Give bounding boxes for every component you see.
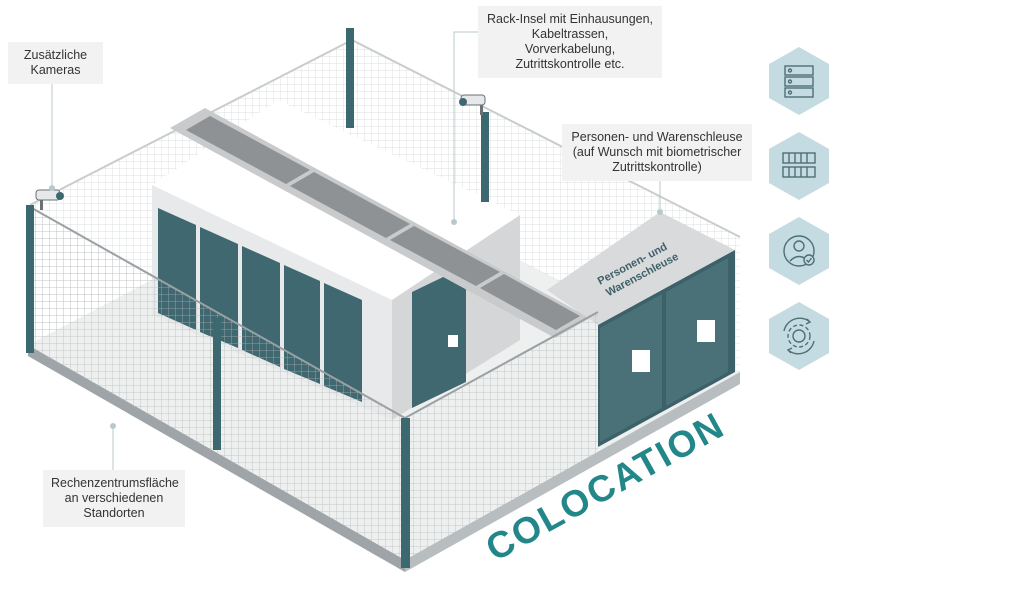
callout-airlock: Personen- und Warenschleuse (auf Wunsch … xyxy=(562,124,752,181)
callout-leaders xyxy=(51,31,661,470)
cable-trays xyxy=(170,108,590,338)
feature-item xyxy=(768,301,1018,371)
airlock-building: Personen- und Warenschleuse xyxy=(547,212,735,447)
server-rack-icon xyxy=(769,47,829,115)
user-check-icon xyxy=(769,217,829,285)
padlock-icon xyxy=(632,350,650,372)
camera-icon xyxy=(35,189,64,210)
gear-cycle-icon xyxy=(769,302,829,370)
camera-icon xyxy=(459,94,486,115)
feature-item xyxy=(768,216,1018,286)
callout-rack-island: Rack-Insel mit Einhausungen, Kabeltrasse… xyxy=(478,6,662,78)
fence-posts xyxy=(26,28,489,568)
feature-item xyxy=(768,46,1018,116)
callout-dots xyxy=(49,185,663,429)
callout-cameras: Zusätzliche Kameras xyxy=(8,42,103,84)
feature-item xyxy=(768,131,1018,201)
network-switch-icon xyxy=(769,132,829,200)
front-fence-right xyxy=(404,311,599,560)
padlock-icon xyxy=(697,320,715,342)
callout-datacenter-area: Rechenzentrumsfläche an verschiedenen St… xyxy=(43,470,185,527)
